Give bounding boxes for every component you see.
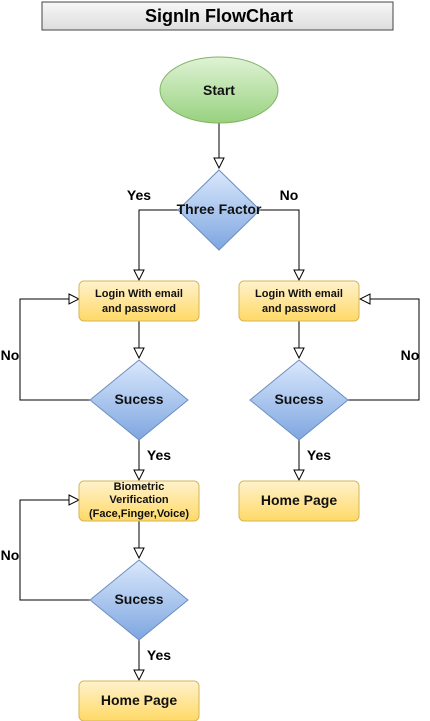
edge-success-right-no <box>348 299 420 401</box>
success-left-label: Sucess <box>114 391 163 407</box>
biometric-line2: Verification <box>109 494 169 506</box>
start-node: Start <box>159 56 279 124</box>
label-no-left: No <box>1 347 20 363</box>
login-right-box: Login With email and password <box>238 280 360 322</box>
login-right-line1: Login With email <box>255 288 343 300</box>
login-right-line2: and password <box>262 303 336 315</box>
success-bottom-label: Sucess <box>114 591 163 607</box>
biometric-line3: (Face,Finger,Voice) <box>89 508 189 520</box>
label-yes-right: Yes <box>307 447 331 463</box>
home-page-right-label: Home Page <box>261 492 337 508</box>
label-no-right: No <box>401 347 420 363</box>
success-bottom-decision: Sucess <box>89 559 189 641</box>
edge-three-factor-yes <box>139 209 178 280</box>
label-yes-left: Yes <box>147 447 171 463</box>
edge-success-bottom-no <box>19 500 90 601</box>
label-no-biometric: No <box>1 547 20 563</box>
label-yes-top: Yes <box>127 187 151 203</box>
success-right-label: Sucess <box>274 391 323 407</box>
home-page-bottom-box: Home Page <box>78 680 200 721</box>
biometric-line1: Biometric <box>114 481 165 493</box>
success-right-decision: Sucess <box>249 359 349 441</box>
home-page-bottom-label: Home Page <box>101 692 177 708</box>
connectors <box>19 123 420 680</box>
start-label: Start <box>203 82 235 98</box>
label-yes-bottom: Yes <box>147 647 171 663</box>
label-no-top: No <box>280 187 299 203</box>
home-page-right-box: Home Page <box>238 480 360 522</box>
three-factor-label: Three Factor <box>177 201 262 217</box>
title-box: SignIn FlowChart <box>41 1 394 31</box>
success-left-decision: Sucess <box>89 359 189 441</box>
edge-labels: Yes No No No Yes Yes No Yes <box>1 187 420 663</box>
page-title: SignIn FlowChart <box>145 6 293 26</box>
edge-three-factor-no <box>260 209 299 280</box>
biometric-box: Biometric Verification (Face,Finger,Voic… <box>78 480 200 522</box>
three-factor-decision: Three Factor <box>177 169 262 251</box>
edge-success-left-no <box>19 299 90 401</box>
login-left-line1: Login With email <box>95 288 183 300</box>
login-left-line2: and password <box>102 303 176 315</box>
login-left-box: Login With email and password <box>78 280 200 322</box>
